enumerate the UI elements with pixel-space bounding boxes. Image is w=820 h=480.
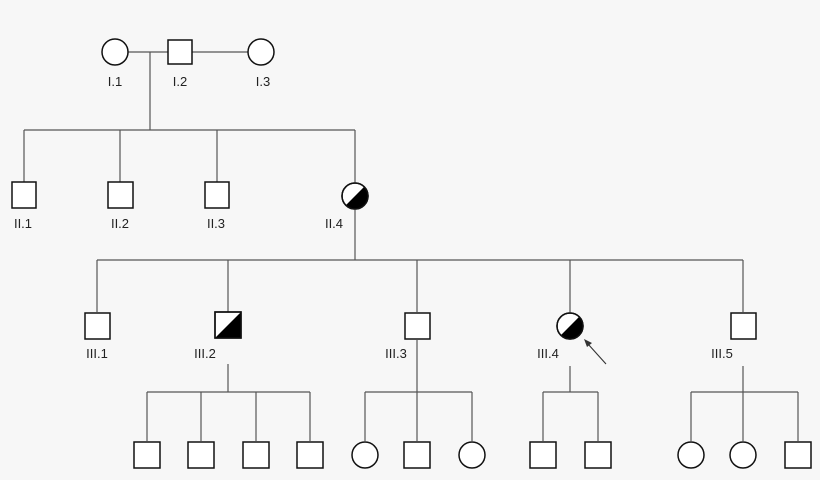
male-symbol-IV9 (584, 441, 612, 469)
male-symbol-IV2 (187, 441, 215, 469)
individual-label-II3: II.3 (207, 216, 225, 231)
male-symbol-II2 (107, 181, 134, 209)
female-symbol-I3 (247, 38, 275, 66)
affected-half-fill-III4 (560, 316, 583, 339)
male-symbol-IV4 (296, 441, 324, 469)
generation-3: III.1 III.2 III.3 III.4 III.5 (84, 311, 757, 365)
male-symbol-III5 (730, 312, 757, 340)
male-symbol-III2 (214, 311, 242, 339)
female-symbol-II4 (341, 182, 369, 210)
generation-4 (133, 441, 812, 469)
male-symbol-III1 (84, 312, 111, 340)
affected-half-fill-II4 (345, 186, 368, 209)
male-symbol-III3 (404, 312, 431, 340)
proband-arrow-icon (584, 339, 607, 365)
male-symbol-IV1 (133, 441, 161, 469)
female-symbol-IV5 (351, 441, 379, 469)
male-symbol-II3 (204, 181, 230, 209)
individual-label-I1: I.1 (108, 74, 122, 89)
male-symbol-IV8 (529, 441, 557, 469)
male-symbol-I2 (167, 39, 193, 65)
individual-label-III5: III.5 (711, 346, 733, 361)
male-symbol-II1 (11, 181, 37, 209)
generation-2: II.1 II.2 II.3 II.4 (11, 181, 369, 231)
female-symbol-IV10 (677, 441, 705, 469)
individual-label-III4: III.4 (537, 346, 559, 361)
individual-label-I3: I.3 (256, 74, 270, 89)
female-symbol-III4 (556, 312, 584, 340)
connector-lines (23, 51, 799, 441)
female-symbol-I1 (101, 38, 129, 66)
individual-label-II4: II.4 (325, 216, 343, 231)
individual-label-II2: II.2 (111, 216, 129, 231)
individual-label-III2: III.2 (194, 346, 216, 361)
female-symbol-IV11 (729, 441, 757, 469)
male-symbol-IV12 (784, 441, 812, 469)
individual-label-III3: III.3 (385, 346, 407, 361)
female-symbol-IV7 (458, 441, 486, 469)
affected-half-fill-III2 (215, 312, 241, 338)
individual-label-II1: II.1 (14, 216, 32, 231)
male-symbol-IV3 (242, 441, 270, 469)
generation-1: I.1 I.2 I.3 (101, 38, 275, 89)
male-symbol-IV6 (403, 441, 431, 469)
individual-label-III1: III.1 (86, 346, 108, 361)
individual-label-I2: I.2 (173, 74, 187, 89)
